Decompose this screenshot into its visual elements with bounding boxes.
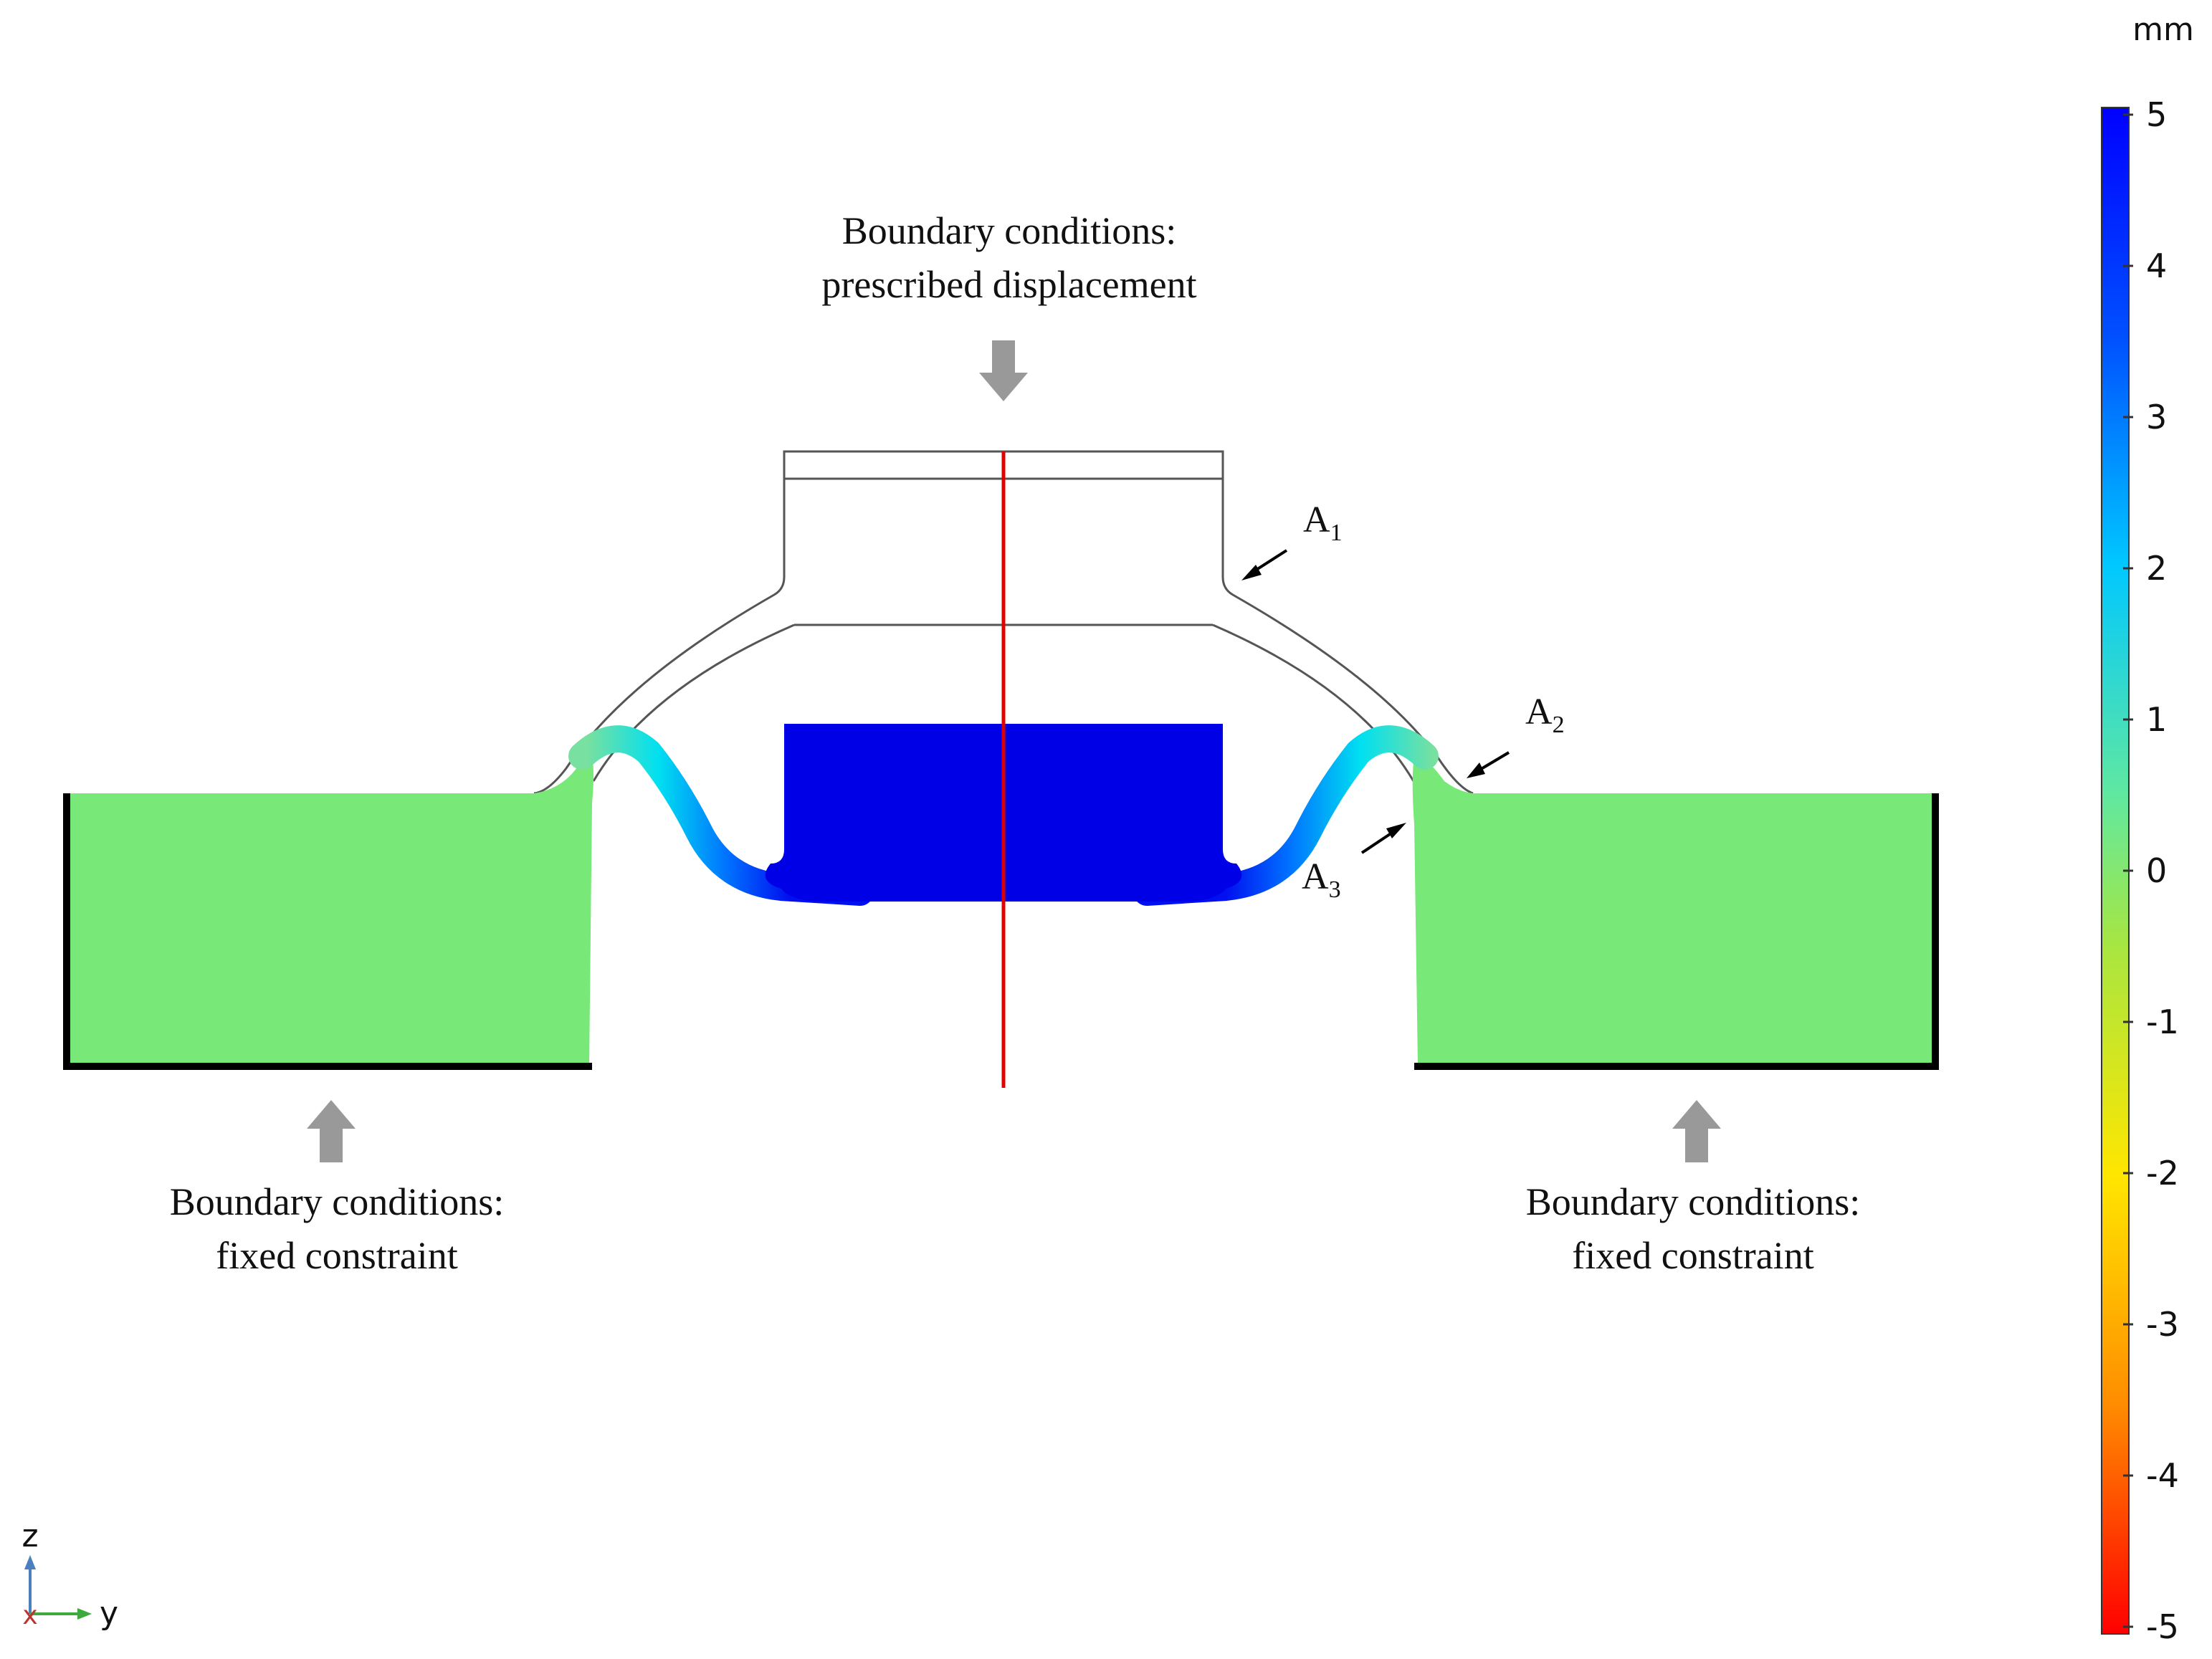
left-bc-line1: Boundary conditions: [170,1180,504,1223]
colorbar-tick-label: 1 [2146,700,2167,739]
axis-z-label: z [22,1518,38,1554]
colorbar: mm 5 4 3 2 1 0 -1 -2 -3 -4 -5 [2101,11,2194,1646]
pointer-arrows [1241,549,1510,854]
right-bc-line2: fixed constraint [1572,1234,1813,1277]
axis-x-label: x [22,1601,37,1630]
base-block-right [1412,752,1935,1064]
label-a2: A2 [1525,692,1565,738]
colorbar-tick-label: 2 [2146,549,2167,588]
colorbar-ticks: 5 4 3 2 1 0 -1 -2 -3 -4 -5 [2123,95,2179,1646]
arrow-up-right-icon [1672,1100,1721,1162]
arrow-down-icon [979,340,1028,401]
axis-y-label: y [100,1595,118,1632]
left-bc-line2: fixed constraint [216,1234,457,1277]
colorbar-tick-label: -1 [2146,1003,2179,1041]
membrane-right [1133,725,1439,906]
axes-triad: z y x [22,1518,118,1632]
right-bc-line1: Boundary conditions: [1526,1180,1860,1223]
colorbar-tick-label: -4 [2146,1456,2179,1495]
colorbar-tick-label: -2 [2146,1154,2179,1192]
colorbar-tick-label: -3 [2146,1305,2179,1344]
colorbar-unit: mm [2132,11,2194,48]
top-bc-line2: prescribed displacement [821,263,1196,306]
colorbar-tick-label: -5 [2146,1607,2179,1646]
membrane-left [568,725,874,906]
label-a1: A1 [1303,499,1343,546]
top-bc-line1: Boundary conditions: [842,209,1176,252]
colorbar-tick-label: 5 [2146,95,2167,134]
label-a3: A3 [1302,856,1341,903]
fixed-edges [63,793,1939,1070]
base-block-left [67,752,593,1064]
colorbar-tick-label: 0 [2146,851,2167,890]
colorbar-tick-label: 4 [2146,247,2167,285]
colorbar-tick-label: 3 [2146,398,2167,436]
arrow-up-left-icon [307,1100,356,1162]
arrows [307,340,1721,1162]
outer-profile [533,479,1474,795]
